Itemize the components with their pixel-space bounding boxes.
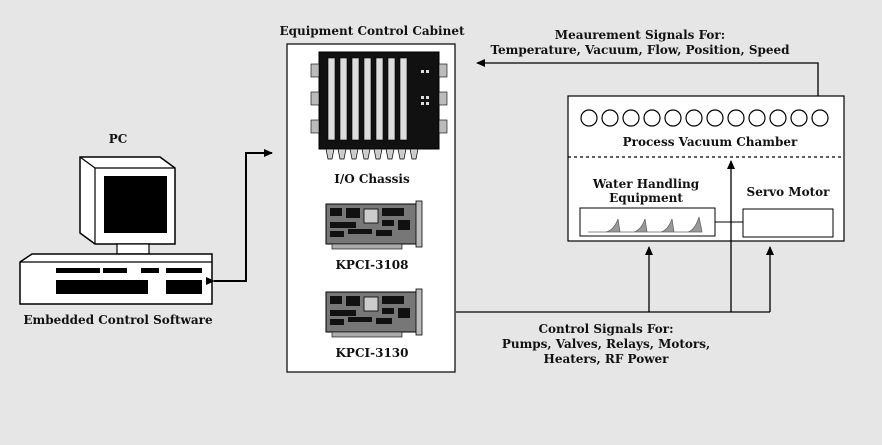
control-signals-line3: Heaters, RF Power [543,352,669,366]
pc-title: PC [108,132,128,146]
kpci-3130-card-icon [325,288,423,338]
io-chassis-label: I/O Chassis [334,172,410,186]
water-wave-icon [588,216,703,233]
chamber-port [622,109,640,127]
kpci-3130-label: KPCI-3130 [335,346,409,360]
chamber-port [601,109,619,127]
chamber-port [643,109,661,127]
chassis-slot [399,57,408,141]
chassis-slot [375,57,384,141]
chassis-slot [351,57,360,141]
chamber-port [706,109,724,127]
chassis-latch [325,148,335,160]
io-chassis-icon [310,51,448,160]
chassis-latch [385,148,395,160]
chamber-port [748,109,766,127]
chamber-port [580,109,598,127]
chassis-latch [349,148,359,160]
chamber-title: Process Vacuum Chamber [622,135,798,149]
chassis-latch [361,148,371,160]
chamber-port [727,109,745,127]
water-handling-label-line2: Equipment [609,191,683,205]
chassis-latch [397,148,407,160]
pc-caption: Embedded Control Software [23,313,213,327]
chassis-latch [373,148,383,160]
measurement-signal-arrow [476,59,819,96]
chamber-port [811,109,829,127]
chassis-slot [327,57,336,141]
chassis-latch [337,148,347,160]
control-signals-heading: Control Signals For: [538,322,674,336]
servo-motor-box [742,208,834,238]
pc-cabinet-link-arrow [206,149,273,285]
water-handling-label-line1: Water Handling [592,177,700,191]
pc-icon [19,156,213,305]
servo-motor-label: Servo Motor [746,185,830,199]
kpci-3108-label: KPCI-3108 [335,258,409,272]
measurement-signals-heading: Meaurement Signals For: [554,28,726,42]
cabinet-title: Equipment Control Cabinet [279,24,465,38]
chassis-slot [387,57,396,141]
chassis-slot [363,57,372,141]
chamber-port [664,109,682,127]
control-signals-line2: Pumps, Valves, Relays, Motors, [501,337,711,351]
chamber-ports [580,109,829,127]
kpci-3108-card-icon [325,200,423,250]
chamber-port [790,109,808,127]
chamber-port [685,109,703,127]
measurement-signals-list: Temperature, Vacuum, Flow, Position, Spe… [490,43,790,57]
chamber-port [769,109,787,127]
chassis-slot [339,57,348,141]
chassis-latch [409,148,419,160]
